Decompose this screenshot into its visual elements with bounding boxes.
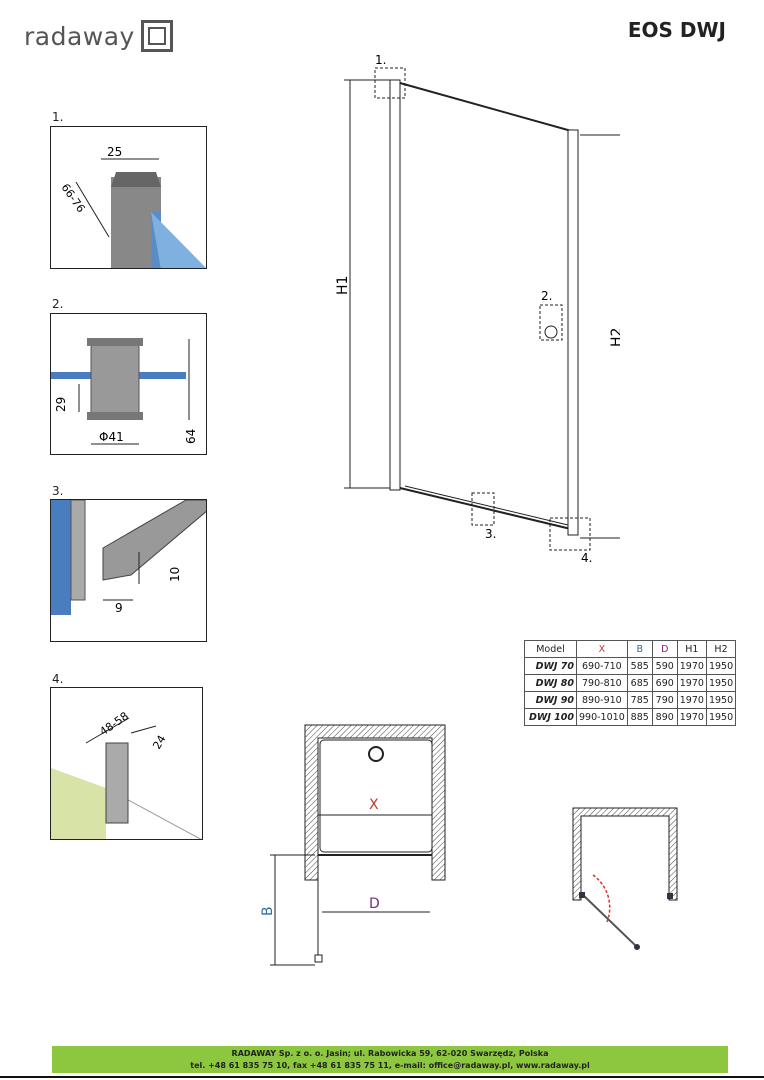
callout-1: 1. (375, 53, 386, 67)
company-footer: RADAWAY Sp. z o. o. Jasin; ul. Rabowicka… (52, 1046, 728, 1073)
detail-4-wall-profile: 48-58 24 (50, 687, 203, 840)
footer-address: RADAWAY Sp. z o. o. Jasin; ul. Rabowicka… (231, 1049, 549, 1058)
header-b: B (626, 640, 653, 658)
cell: 1950 (705, 708, 737, 726)
cell: DWJ 100 (524, 708, 577, 726)
dim-d: D (369, 896, 380, 912)
callout-3: 3. (485, 527, 496, 541)
cell: 785 (626, 691, 653, 709)
header-d: D (651, 640, 678, 658)
cell: 690 (651, 674, 678, 692)
callout-2: 2. (541, 289, 552, 303)
cell: 885 (626, 708, 653, 726)
dim-phi41: Φ41 (99, 430, 124, 444)
detail-1-drawing: 25 66-76 (59, 145, 206, 268)
bottom-divider (0, 1076, 764, 1078)
footer-contact: tel. +48 61 835 75 10, fax +48 61 835 75… (190, 1061, 590, 1070)
cell: 890 (651, 708, 678, 726)
detail-2-drawing: 29 64 Φ41 (51, 338, 198, 445)
callout-4: 4. (581, 551, 592, 565)
plan-view-drawing: X B D (260, 724, 446, 966)
logo-text: radaway (24, 21, 135, 51)
detail-3-seal: 10 9 (50, 499, 207, 642)
cell: DWJ 90 (524, 691, 577, 709)
header-h2: H2 (705, 640, 737, 658)
cell: DWJ 80 (524, 674, 577, 692)
callout-4-box (549, 517, 591, 551)
dim-24: 24 (150, 733, 168, 752)
dim-10: 10 (168, 567, 182, 582)
cell: 1970 (676, 708, 707, 726)
swing-arc-icon (592, 874, 611, 923)
detail-1-top-hinge: 25 66-76 (50, 126, 207, 269)
cell: 1970 (676, 657, 707, 675)
dim-x: X (369, 797, 379, 813)
dim-29: 29 (54, 397, 68, 412)
product-title: EOS DWJ (627, 18, 726, 42)
detail-2-handle: 29 64 Φ41 (50, 313, 207, 455)
callout-1-box (374, 67, 406, 99)
cell: 990-1010 (576, 708, 628, 726)
door-swing-diagram (572, 807, 678, 950)
dim-25: 25 (107, 145, 122, 159)
dim-66-76: 66-76 (59, 181, 88, 215)
dim-48-58: 48-58 (97, 709, 131, 738)
callout-2-box (539, 304, 563, 341)
dim-b: B (260, 906, 276, 916)
cell: 1950 (705, 691, 737, 709)
cell: 1950 (705, 657, 737, 675)
cell: 690-710 (576, 657, 628, 675)
dim-64: 64 (184, 429, 198, 444)
header-x: X (576, 640, 628, 658)
cell: 590 (651, 657, 678, 675)
detail-4-drawing: 48-58 24 (51, 709, 202, 839)
dim-h2: H2 (609, 328, 620, 347)
detail-3-label: 3. (52, 484, 64, 498)
cell: 790-810 (576, 674, 628, 692)
door-elevation-drawing: 1. 2. 3. 4. H1 H2 (335, 53, 620, 565)
header-h1: H1 (676, 640, 707, 658)
dim-h1: H1 (335, 276, 351, 295)
cell: DWJ 70 (524, 657, 577, 675)
cell: 1950 (705, 674, 737, 692)
cell: 1970 (676, 674, 707, 692)
table-header-row: Model X B D H1 H2 (524, 640, 737, 658)
cell: 685 (626, 674, 653, 692)
detail-2-label: 2. (52, 297, 64, 311)
cell: 585 (626, 657, 653, 675)
detail-1-label: 1. (52, 110, 64, 124)
callout-3-box (471, 492, 495, 526)
cell: 1970 (676, 691, 707, 709)
header-model: Model (524, 640, 577, 658)
cell: 890-910 (576, 691, 628, 709)
radaway-logo: radaway (24, 20, 173, 52)
cell: 790 (651, 691, 678, 709)
detail-3-drawing: 10 9 (51, 500, 206, 615)
logo-square-icon (140, 20, 173, 52)
detail-4-label: 4. (52, 672, 64, 686)
dim-9: 9 (115, 601, 123, 615)
